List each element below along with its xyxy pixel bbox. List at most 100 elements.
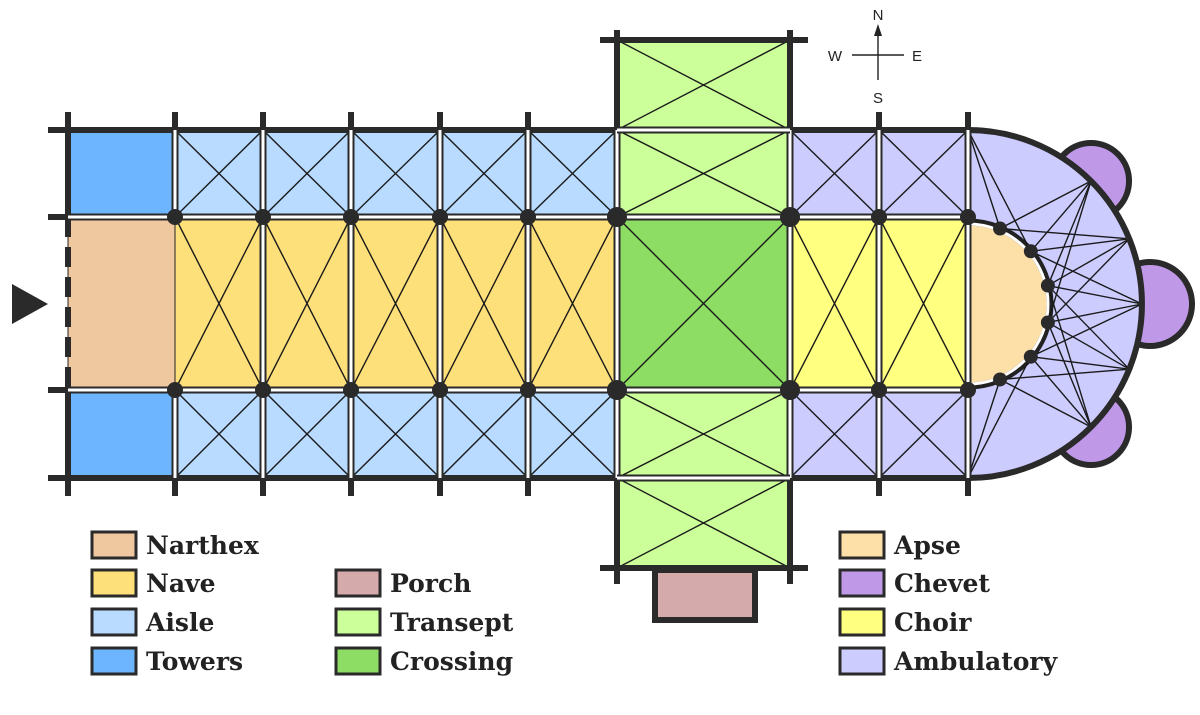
legend-label-aisle: Aisle: [145, 608, 214, 637]
pier: [871, 209, 887, 225]
pier: [255, 209, 271, 225]
pier: [432, 382, 448, 398]
vault-rib: [527, 389, 618, 479]
compass-e: E: [912, 48, 922, 65]
legend-label-narthex: Narthex: [146, 531, 260, 560]
legend-swatch-narthex: [90, 530, 138, 560]
vault-rib: [878, 216, 969, 391]
ambulatory-rib: [967, 129, 1032, 252]
pier: [520, 209, 536, 225]
narthex: [67, 216, 176, 391]
vault-rib: [878, 129, 969, 218]
porch: [652, 567, 758, 623]
pier: [607, 380, 627, 400]
ambulatory-rib: [1047, 180, 1092, 323]
legend-swatch-transept: [334, 607, 382, 637]
vault-rib: [262, 129, 352, 218]
apse-pier: [1023, 244, 1038, 259]
pier: [343, 209, 359, 225]
pier: [255, 382, 271, 398]
pier: [167, 382, 183, 398]
ambulatory-rib: [1047, 321, 1130, 370]
legend-swatch-apse: [838, 530, 886, 560]
legend-label-nave: Nave: [146, 569, 215, 598]
north-arrow-icon: [874, 24, 882, 36]
legend-swatch-nave: [90, 568, 138, 598]
apse-pier: [1040, 315, 1055, 330]
vault-rib: [262, 389, 352, 479]
apse-pier: [993, 221, 1008, 236]
legend-label-towers: Towers: [146, 647, 243, 676]
vault-rib: [616, 389, 791, 479]
vault-rib: [616, 39, 791, 131]
apse-pier: [1040, 278, 1055, 293]
vault-rib: [789, 129, 880, 218]
vault-rib: [439, 389, 529, 479]
ambulatory-rib: [1047, 180, 1092, 286]
legend-swatch-crossing: [334, 646, 382, 676]
vault-rib: [350, 389, 441, 479]
compass-n: N: [873, 7, 884, 24]
ambulatory-rib: [1030, 303, 1143, 358]
ambulatory-rib: [967, 356, 1032, 479]
pier: [607, 207, 627, 227]
vault-rib: [439, 129, 529, 218]
legend-label-ambulatory: Ambulatory: [893, 647, 1059, 676]
pier: [871, 382, 887, 398]
legend: NarthexNaveAisleTowersPorchTranseptCross…: [90, 530, 1059, 676]
vault-rib: [616, 477, 791, 569]
pier: [780, 380, 800, 400]
entrance-arrow-icon: [12, 284, 48, 324]
legend-swatch-towers: [90, 646, 138, 676]
ambulatory-rib: [967, 129, 1001, 229]
pier: [780, 207, 800, 227]
tower-south: [67, 389, 176, 479]
vault-rib: [527, 216, 618, 391]
ambulatory-rib: [1030, 250, 1143, 305]
pier: [960, 382, 976, 398]
ambulatory-rib: [1047, 238, 1130, 323]
tower-north: [67, 129, 176, 218]
legend-label-transept: Transept: [390, 608, 514, 637]
ambulatory-wall: [967, 127, 1145, 481]
pier: [960, 209, 976, 225]
legend-label-crossing: Crossing: [390, 647, 513, 676]
vault-rib: [174, 389, 264, 479]
ambulatory-rib: [1047, 284, 1143, 305]
ambulatory-rib: [1030, 238, 1130, 252]
ambulatory-rib: [1047, 285, 1092, 428]
legend-swatch-ambulatory: [838, 646, 886, 676]
ambulatory-rib: [999, 378, 1092, 428]
apse-pier: [993, 372, 1008, 387]
compass: N S E W: [828, 7, 922, 107]
compass-s: S: [873, 90, 883, 107]
ambulatory-rib: [1047, 285, 1130, 370]
vault-rib: [527, 129, 618, 218]
legend-label-choir: Choir: [894, 608, 972, 637]
vault-rib: [439, 216, 529, 391]
pier: [343, 382, 359, 398]
pier: [520, 382, 536, 398]
vault-rib: [878, 389, 969, 479]
ambulatory-rib: [1047, 303, 1143, 324]
ambulatory-rib: [967, 379, 1001, 479]
vault-rib: [174, 129, 264, 218]
legend-label-apse: Apse: [893, 531, 961, 560]
vault-rib: [616, 129, 791, 218]
vault-rib: [174, 216, 264, 391]
pier: [167, 209, 183, 225]
vault-rib: [789, 216, 880, 391]
legend-swatch-chevet: [838, 568, 886, 598]
legend-label-chevet: Chevet: [894, 569, 990, 598]
ambulatory-rib: [1030, 356, 1130, 370]
pier: [432, 209, 448, 225]
ambulatory-rib: [1030, 356, 1092, 428]
ambulatory-rib: [1047, 322, 1092, 428]
vault-rib: [616, 216, 791, 391]
apse-pier: [1023, 349, 1038, 364]
vault-rib: [350, 216, 441, 391]
apse-fill: [968, 228, 1044, 380]
legend-swatch-porch: [334, 568, 382, 598]
